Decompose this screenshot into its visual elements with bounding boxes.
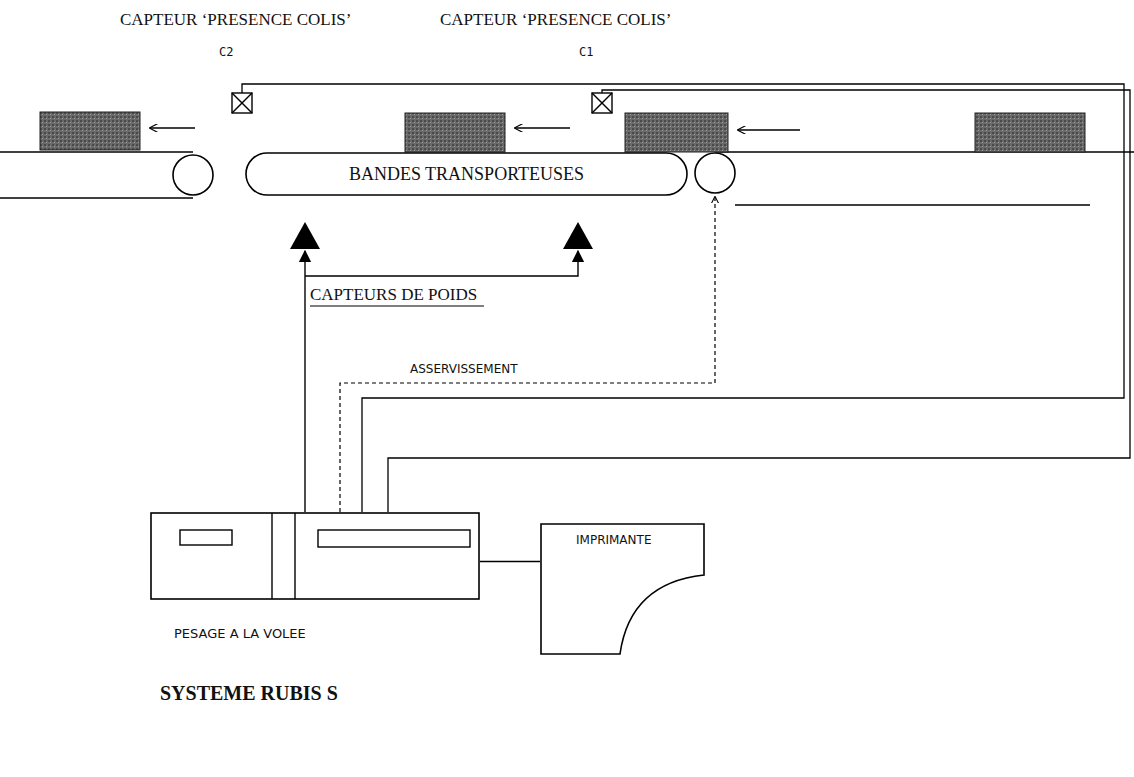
printer: IMPRIMANTE [540,523,705,655]
node-text: PESAGE A LA VOLEE [174,626,306,641]
weighing-unit: PESAGE A LA VOLEE [150,512,480,600]
signal-label: ASSERVISSEMENT [410,362,518,376]
sensor-id: C1 [579,45,593,59]
caption: SYSTEME RUBIS S [160,682,338,705]
sensor-title: CAPTEUR ‘PRESENCE COLIS’ [120,10,351,30]
sensor-id: C2 [219,45,233,59]
rubis-outline [150,512,480,600]
node-text: BANDES TRANSPORTEUSES [245,152,688,196]
conveyor-band: BANDES TRANSPORTEUSES [245,152,688,196]
connector [480,561,540,562]
weight-sensor-label: CAPTEURS DE POIDS [310,285,477,305]
node-text: IMPRIMANTE [576,533,651,547]
sensor-title: CAPTEUR ‘PRESENCE COLIS’ [440,10,671,30]
